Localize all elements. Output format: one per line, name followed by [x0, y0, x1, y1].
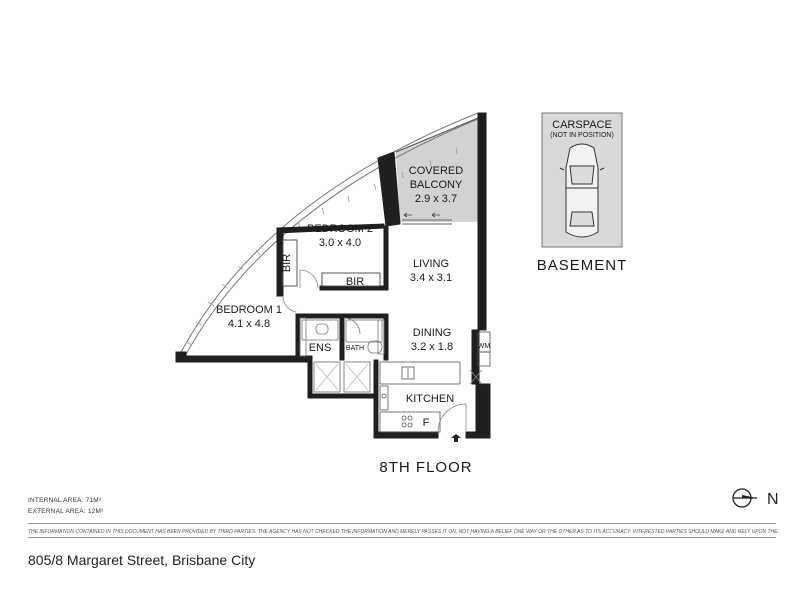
toilet-icon — [367, 340, 383, 354]
living-name: LIVING — [413, 258, 449, 270]
dining-dims: 3.2 x 1.8 — [411, 341, 453, 353]
laundry-tub — [477, 351, 491, 367]
balcony-name-1: COVERED — [409, 165, 463, 177]
wm-label: WM — [478, 343, 491, 350]
slide-arrow-icon — [431, 212, 440, 218]
pantry-handle-icon — [381, 393, 387, 399]
dining-name: DINING — [413, 327, 452, 339]
bath-name: BATH — [346, 345, 364, 352]
door-swing — [299, 269, 319, 289]
cooktop-burner-icon — [401, 415, 407, 421]
cooktop-burner-icon — [407, 422, 413, 428]
cupboard — [343, 361, 371, 393]
divider — [28, 523, 776, 524]
divider — [28, 537, 776, 538]
bir-vertical-robe — [282, 239, 298, 287]
entry-arrow-icon — [451, 434, 461, 442]
balcony-name-2: BALCONY — [410, 179, 463, 191]
toilet-icon — [315, 323, 329, 335]
curved-facade — [177, 112, 479, 359]
kitchen-bench — [379, 411, 441, 433]
balcony-rail — [395, 117, 479, 153]
door-swing — [343, 317, 361, 335]
sink-icon — [401, 366, 415, 380]
kitchen-island — [379, 361, 461, 385]
wet-area-fixtures — [299, 317, 385, 357]
living-dims: 3.4 x 3.1 — [410, 272, 452, 284]
fridge-label: F — [423, 417, 430, 429]
bedroom2-dims: 3.0 x 4.0 — [319, 237, 361, 249]
carspace: CARSPACE (NOT IN POSITION) BASEMENT — [537, 112, 628, 274]
compass-north-label: N — [767, 491, 779, 508]
floor-label: 8TH FLOOR — [379, 459, 472, 476]
kitchen-name: KITCHEN — [406, 393, 454, 405]
bath-vanity — [377, 319, 385, 355]
north-compass-icon: N — [732, 488, 779, 508]
shower — [301, 319, 339, 341]
cooktop-burner-icon — [401, 422, 407, 428]
bedroom2-name: BEDROOM 2 — [307, 223, 373, 235]
carspace-level: BASEMENT — [537, 257, 628, 274]
bir-horizontal-robe — [321, 272, 381, 287]
laundry — [469, 331, 491, 385]
external-area: EXTERNAL AREA: 12M² — [28, 508, 104, 515]
carspace-subtitle: (NOT IN POSITION) — [550, 132, 614, 139]
disclaimer: THE INFORMATION CONTAINED IN THIS DOCUME… — [28, 529, 778, 535]
balcony-dims: 2.9 x 3.7 — [415, 193, 457, 205]
internal-area: INTERNAL AREA: 71M² — [28, 497, 102, 504]
cupboard — [313, 361, 341, 393]
bedroom1-dims: 4.1 x 4.8 — [228, 318, 270, 330]
bir-vertical-label: BIR — [281, 254, 293, 272]
bath-shower — [345, 319, 383, 343]
property-address: 805/8 Margaret Street, Brisbane City — [28, 552, 256, 568]
bedroom1-name: BEDROOM 1 — [216, 304, 282, 316]
covered-balcony — [395, 117, 479, 225]
cupboards — [313, 361, 371, 393]
entry-door-swing — [437, 403, 467, 433]
car-icon — [559, 143, 605, 238]
pantry — [379, 385, 389, 411]
cooktop-burner-icon — [407, 415, 413, 421]
kitchen-fixtures — [379, 361, 467, 433]
ens-vanity — [299, 317, 307, 357]
door-swing — [282, 295, 297, 313]
ens-name: ENS — [309, 342, 332, 354]
carspace-title: CARSPACE — [552, 119, 612, 131]
bir-horizontal-label: BIR — [346, 276, 364, 288]
slide-arrow-icon — [403, 212, 412, 218]
bedroom2-fixtures — [282, 239, 381, 313]
